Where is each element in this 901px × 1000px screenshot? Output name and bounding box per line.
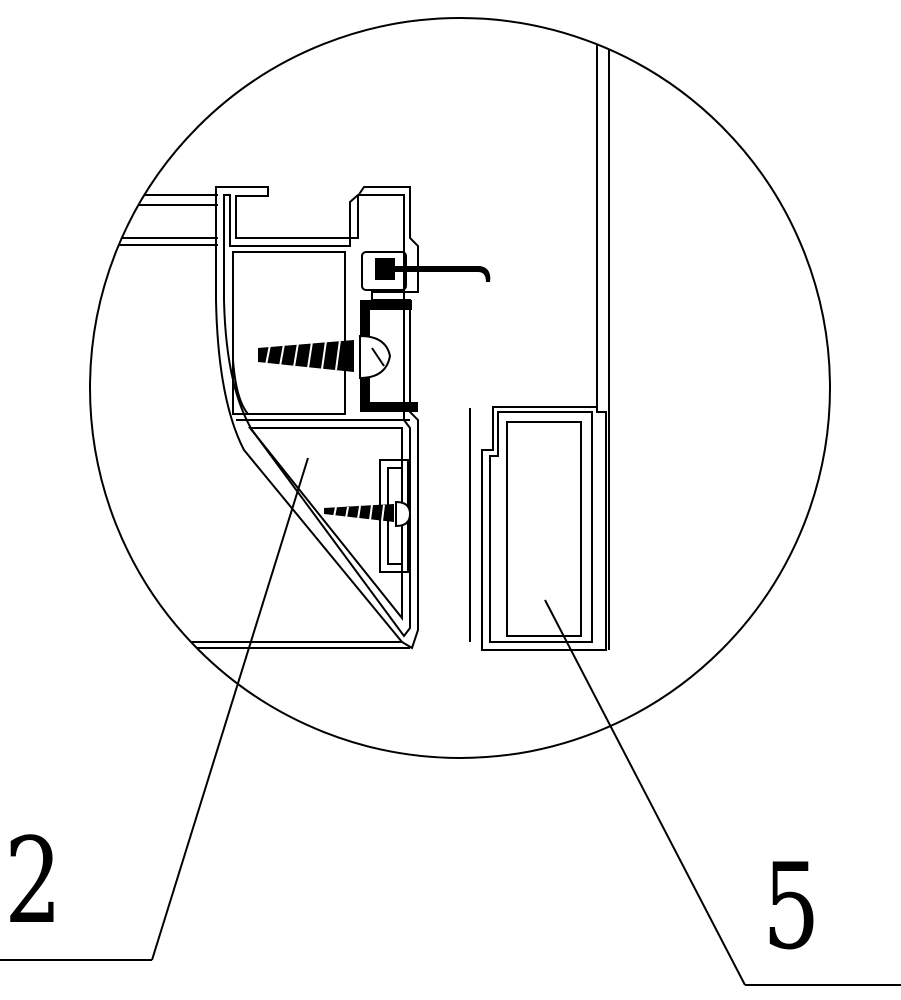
- channel-frame: [470, 407, 606, 650]
- wall-panel: [597, 30, 609, 650]
- sealing-clip: [360, 252, 490, 412]
- callout-label-5: 5: [762, 848, 821, 966]
- leader-line-5: [545, 600, 901, 985]
- aluminium-profile: [216, 187, 418, 648]
- bottom-board: [150, 642, 410, 648]
- ceiling-board: [100, 195, 218, 245]
- upper-screw: [258, 336, 390, 378]
- lower-screw: [324, 460, 410, 572]
- callout-label-2: 2: [4, 822, 63, 940]
